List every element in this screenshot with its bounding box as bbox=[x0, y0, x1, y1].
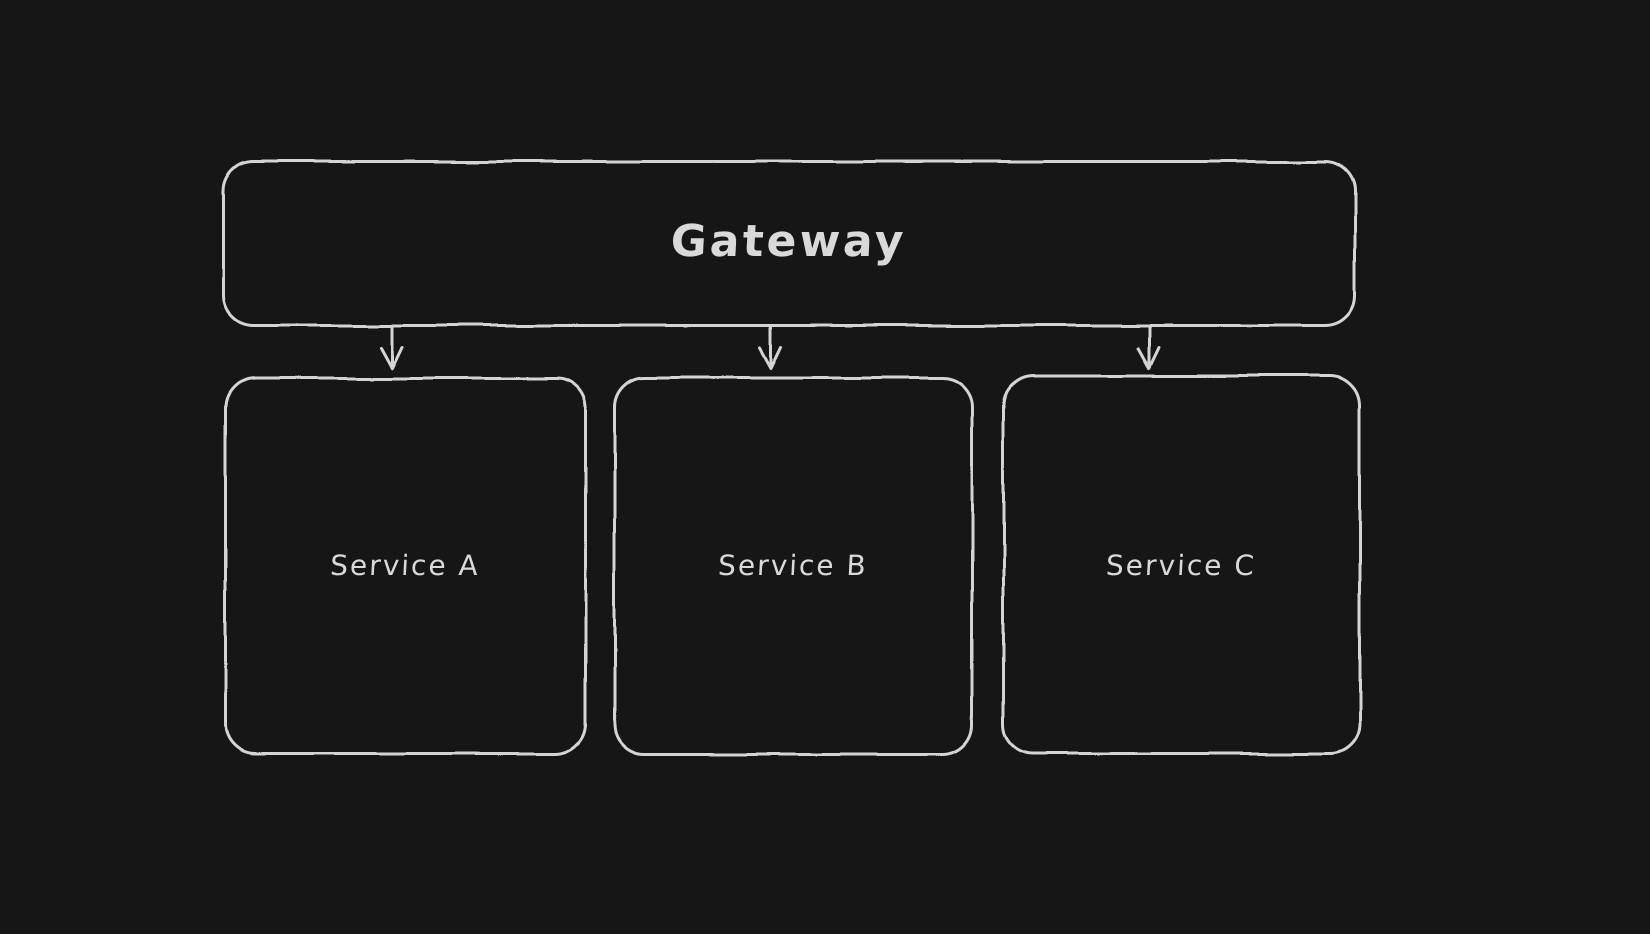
service-b-box bbox=[613, 376, 974, 756]
arrow-gateway-to-service-c bbox=[1137, 325, 1162, 370]
arrow-gateway-to-service-a bbox=[379, 325, 404, 370]
arrow-gateway-to-service-b bbox=[757, 325, 782, 370]
gateway-box bbox=[222, 160, 1356, 327]
service-c-box bbox=[1002, 374, 1361, 755]
service-a-box bbox=[224, 377, 587, 755]
